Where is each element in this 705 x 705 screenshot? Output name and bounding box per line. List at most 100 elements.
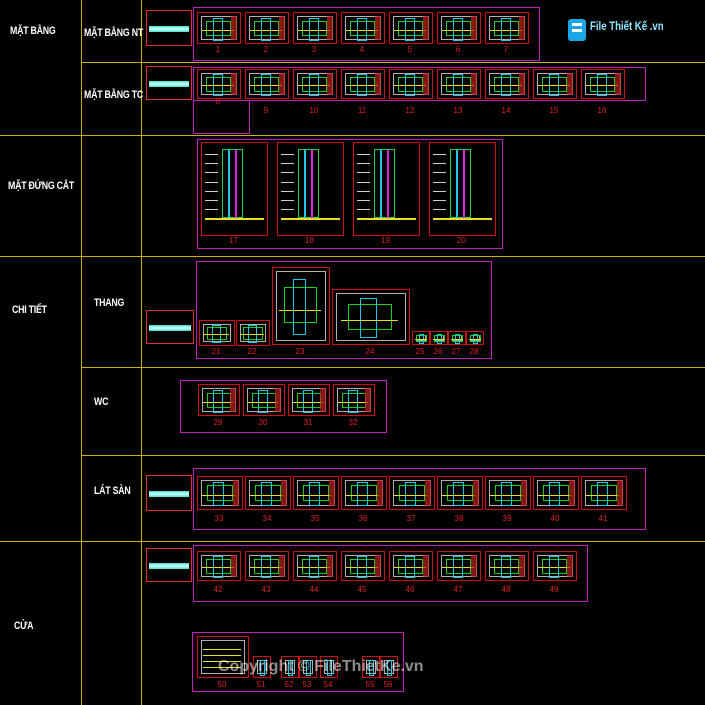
wc-sheet-number: 31 xyxy=(303,418,313,427)
cua-sheet-number: 51 xyxy=(256,680,266,689)
tc-sheet-12[interactable] xyxy=(389,69,433,99)
row-label-thang: THANG xyxy=(94,297,125,309)
row-label-mat-bang: MẶT BẰNG xyxy=(10,25,56,37)
cua-sheet-42[interactable] xyxy=(197,551,241,581)
wc-sheet-30[interactable] xyxy=(243,384,285,416)
cua-sheet-50[interactable] xyxy=(197,636,249,678)
cua-sheet-56[interactable] xyxy=(380,656,398,678)
title-stamp-nt[interactable] xyxy=(146,10,192,46)
elev-sheet-number: 18 xyxy=(305,236,314,245)
cua-sheet-51[interactable] xyxy=(253,656,271,678)
wc-sheet-32[interactable] xyxy=(333,384,375,416)
tc-sheet-number: 15 xyxy=(549,106,559,115)
thang-sheet-22[interactable] xyxy=(236,320,270,346)
tc-sheet-number: 9 xyxy=(263,106,269,115)
grid-vline-1 xyxy=(81,0,82,705)
thang-sheet-27[interactable] xyxy=(448,331,466,345)
nt-sheet-5[interactable] xyxy=(389,12,433,44)
frame-group-lat-san xyxy=(193,468,646,530)
lat-san-sheet-39[interactable] xyxy=(485,476,531,510)
row-label-cua: CỬA xyxy=(14,620,34,632)
nt-sheet-4[interactable] xyxy=(341,12,385,44)
cua-sheet-49[interactable] xyxy=(533,551,577,581)
wc-sheet-31[interactable] xyxy=(288,384,330,416)
nt-sheet-3[interactable] xyxy=(293,12,337,44)
row-label-mat-bang-tc: MẶT BẰNG TC xyxy=(84,89,143,101)
nt-sheet-7[interactable] xyxy=(485,12,529,44)
cua-sheet-55[interactable] xyxy=(362,656,380,678)
row-label-wc: WC xyxy=(94,396,109,408)
tc-sheet-8[interactable] xyxy=(197,69,241,99)
nt-sheet-2[interactable] xyxy=(245,12,289,44)
nt-sheet-6[interactable] xyxy=(437,12,481,44)
watermark-copyright: Copyright © FileThietKe.vn xyxy=(218,658,424,675)
elev-sheet-number: 19 xyxy=(381,236,390,245)
nt-sheet-number: 4 xyxy=(359,45,365,54)
grid-hline-2 xyxy=(0,135,705,136)
lat-san-sheet-33[interactable] xyxy=(197,476,243,510)
frame-group-cua-a xyxy=(193,545,588,602)
tc-sheet-number: 11 xyxy=(357,106,367,115)
title-stamp-tc[interactable] xyxy=(146,66,192,100)
cua-sheet-52[interactable] xyxy=(281,656,299,678)
lat-san-sheet-40[interactable] xyxy=(533,476,579,510)
tc-sheet-11[interactable] xyxy=(341,69,385,99)
frame-group-tc xyxy=(193,67,646,101)
thang-sheet-number: 28 xyxy=(469,347,479,356)
title-stamp-lat-san[interactable] xyxy=(146,475,192,511)
thang-sheet-26[interactable] xyxy=(430,331,448,345)
tc-sheet-13[interactable] xyxy=(437,69,481,99)
thang-sheet-24[interactable] xyxy=(332,289,410,345)
nt-sheet-number: 5 xyxy=(407,45,413,54)
lat-san-sheet-35[interactable] xyxy=(293,476,339,510)
grid-hline-3 xyxy=(0,256,705,257)
cua-sheet-48[interactable] xyxy=(485,551,529,581)
frame-group-nt xyxy=(193,7,540,61)
tc-sheet-16[interactable] xyxy=(581,69,625,99)
thang-sheet-number: 22 xyxy=(247,347,257,356)
cua-sheet-number: 42 xyxy=(213,585,223,594)
title-stamp-thang[interactable] xyxy=(146,310,194,344)
tc-sheet-14[interactable] xyxy=(485,69,529,99)
elev-sheet-19[interactable] xyxy=(353,142,420,236)
cua-sheet-47[interactable] xyxy=(437,551,481,581)
cua-sheet-44[interactable] xyxy=(293,551,337,581)
tc-sheet-9[interactable] xyxy=(245,69,289,99)
elev-sheet-18[interactable] xyxy=(277,142,344,236)
lat-san-sheet-34[interactable] xyxy=(245,476,291,510)
tc-sheet-15[interactable] xyxy=(533,69,577,99)
thang-sheet-21[interactable] xyxy=(199,320,235,346)
nt-sheet-1[interactable] xyxy=(197,12,241,44)
tc-sheet-10[interactable] xyxy=(293,69,337,99)
wc-sheet-29[interactable] xyxy=(198,384,240,416)
nt-sheet-number: 2 xyxy=(263,45,269,54)
lat-san-sheet-37[interactable] xyxy=(389,476,435,510)
cua-sheet-number: 54 xyxy=(323,680,333,689)
lat-san-sheet-number: 34 xyxy=(262,514,272,523)
lat-san-sheet-36[interactable] xyxy=(341,476,387,510)
tc-sheet-number: 16 xyxy=(597,106,607,115)
thang-sheet-28[interactable] xyxy=(466,331,484,345)
thang-sheet-25[interactable] xyxy=(412,331,430,345)
title-stamp-cua[interactable] xyxy=(146,548,192,582)
elev-sheet-20[interactable] xyxy=(429,142,496,236)
thang-sheet-number: 23 xyxy=(295,347,305,356)
cua-sheet-number: 47 xyxy=(453,585,463,594)
cua-sheet-53[interactable] xyxy=(299,656,317,678)
grid-hline-5 xyxy=(81,455,705,456)
tc-sheet-number: 13 xyxy=(453,106,463,115)
row-label-mat-dung-cat: MẶT ĐỨNG CẮT xyxy=(8,180,75,192)
cua-sheet-45[interactable] xyxy=(341,551,385,581)
cua-sheet-46[interactable] xyxy=(389,551,433,581)
lat-san-sheet-41[interactable] xyxy=(581,476,627,510)
elev-sheet-number: 17 xyxy=(229,236,238,245)
elev-sheet-17[interactable] xyxy=(201,142,268,236)
nt-sheet-number: 3 xyxy=(311,45,317,54)
thang-sheet-number: 24 xyxy=(365,347,375,356)
cua-sheet-43[interactable] xyxy=(245,551,289,581)
cua-sheet-54[interactable] xyxy=(320,656,338,678)
cua-sheet-number: 46 xyxy=(405,585,415,594)
cua-sheet-number: 49 xyxy=(549,585,559,594)
thang-sheet-23[interactable] xyxy=(272,267,330,345)
lat-san-sheet-38[interactable] xyxy=(437,476,483,510)
